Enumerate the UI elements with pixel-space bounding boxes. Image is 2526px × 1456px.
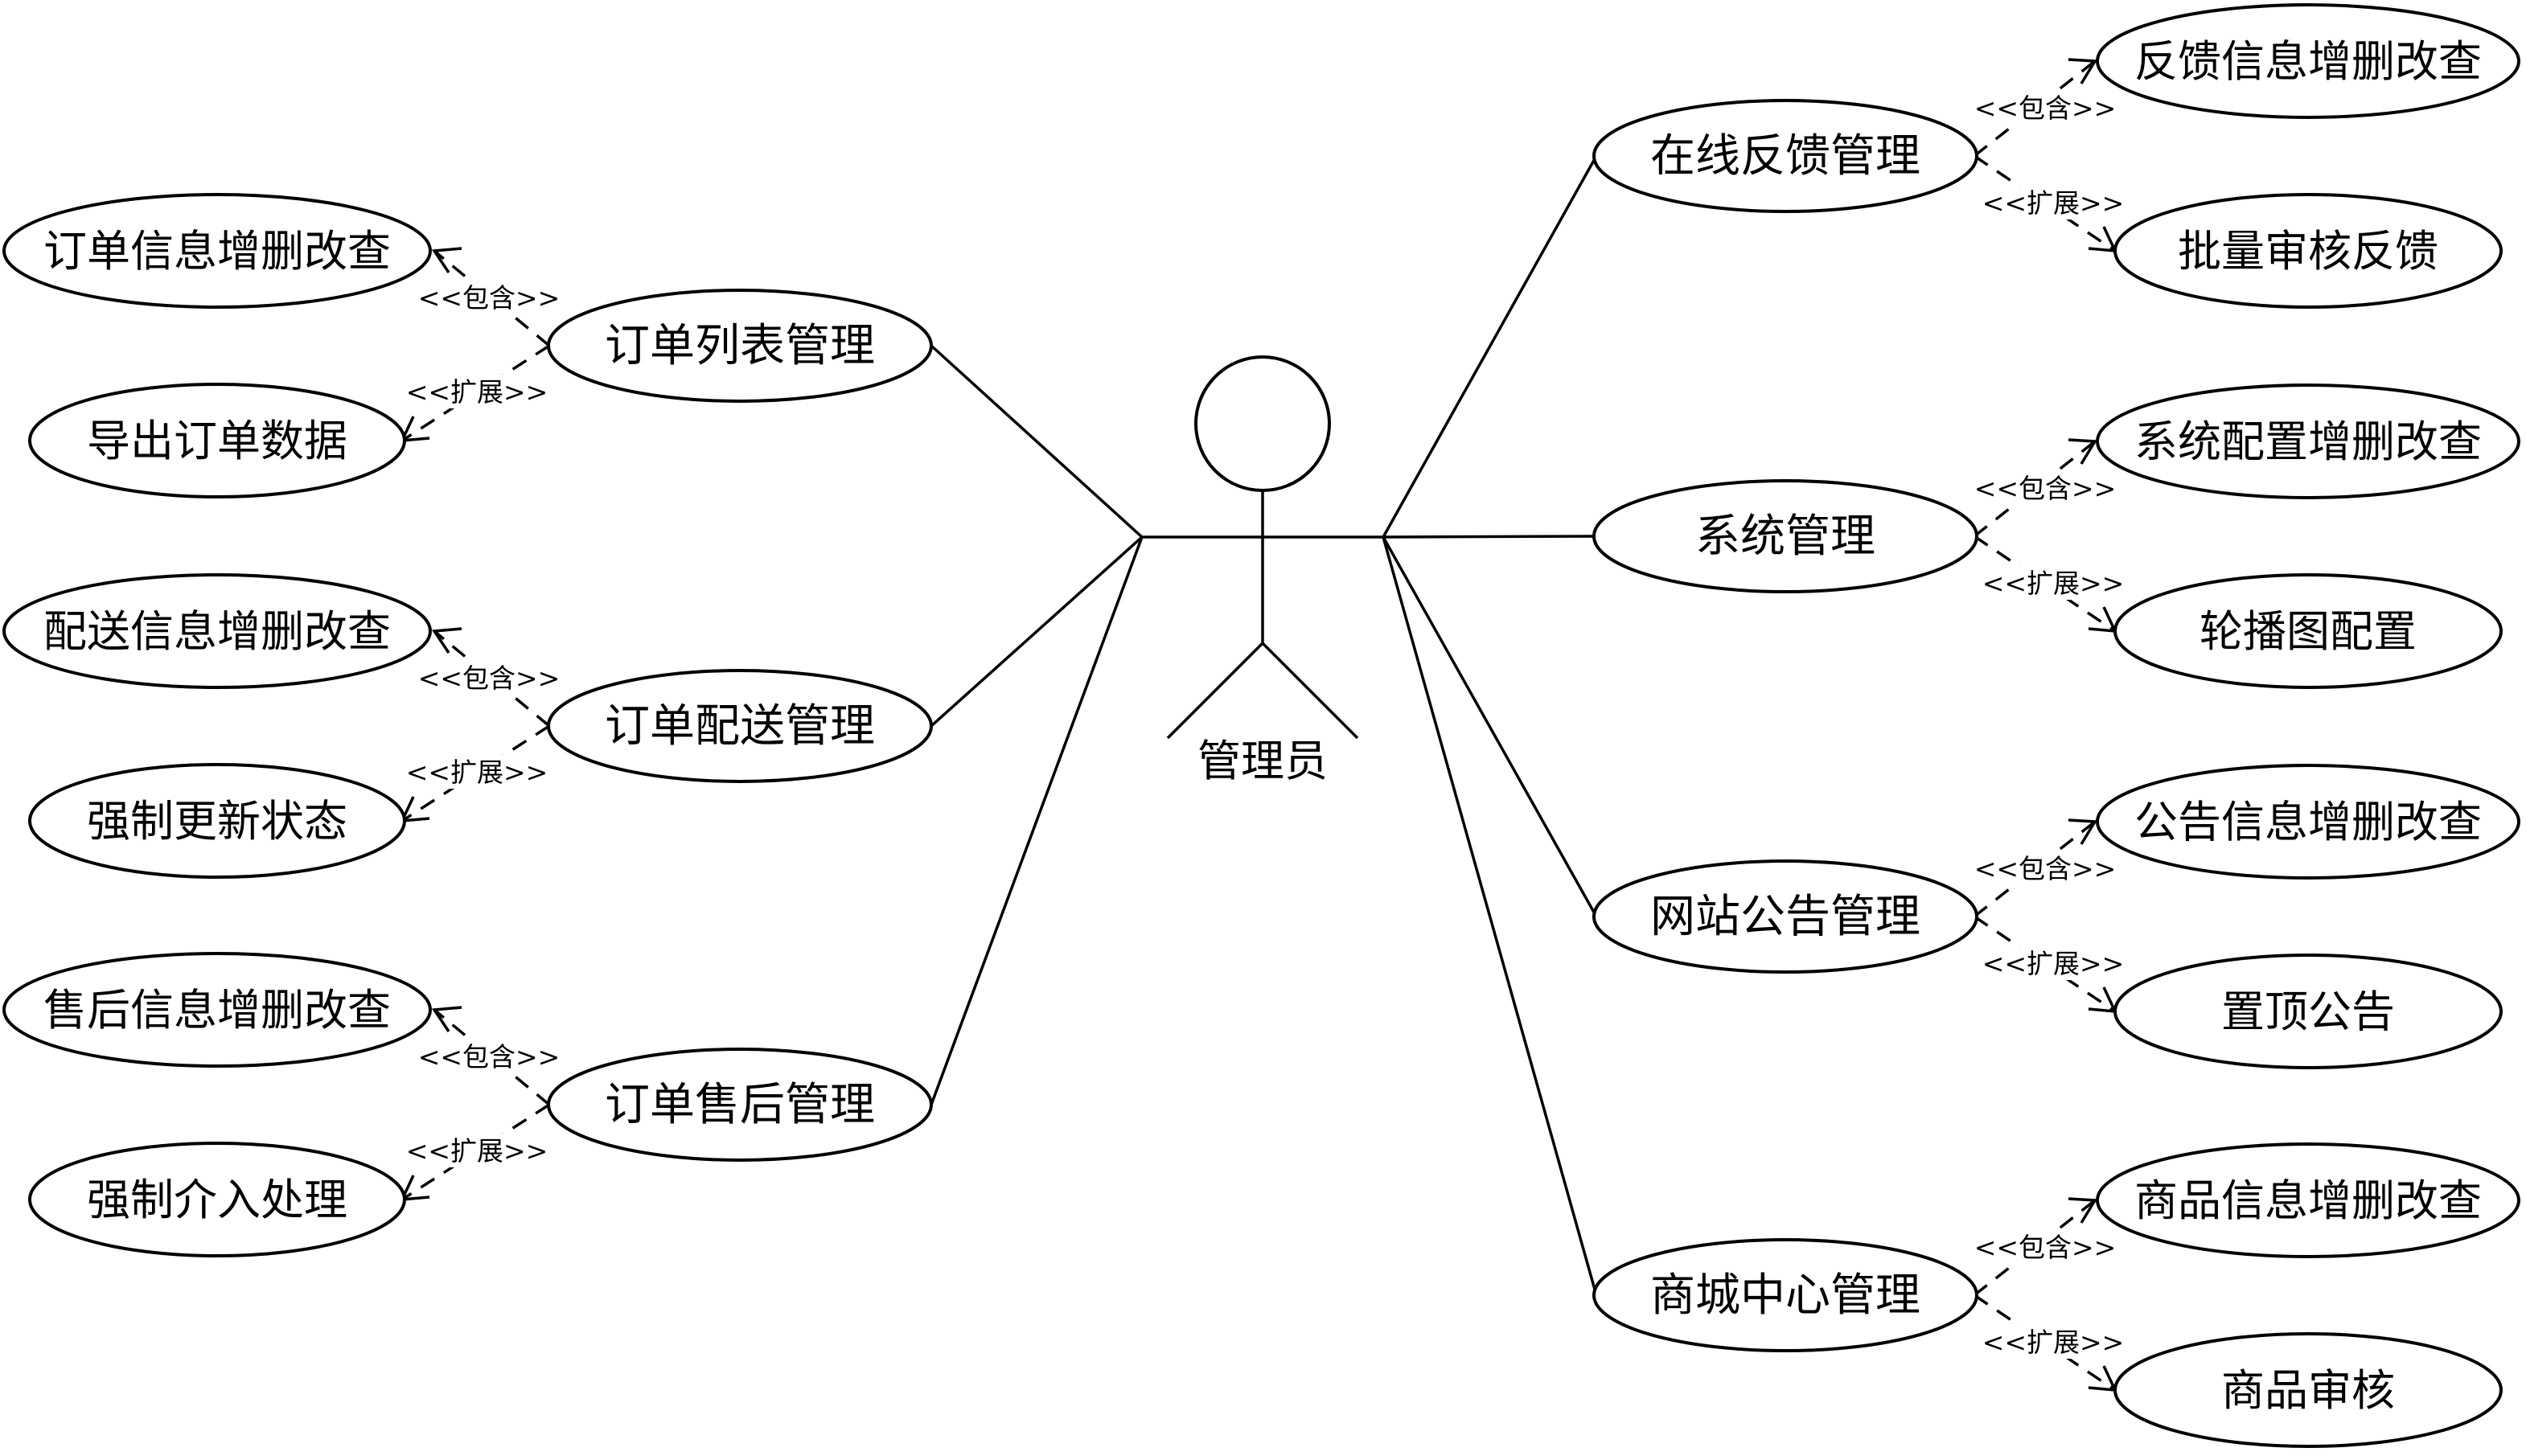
usecase-feedback-info-crud[interactable]: 反馈信息增删改查 <box>2096 3 2520 119</box>
include-arrowhead <box>2068 58 2098 84</box>
include-arrowhead <box>431 247 462 273</box>
usecase-label: 轮播图配置 <box>2199 606 2417 657</box>
group-feedback: <<包含>> <<扩展>> 在线反馈管理 反馈信息增删改查 批量审核反馈 <box>1592 3 2520 309</box>
actor-left-leg <box>1166 642 1264 740</box>
usecase-product-review[interactable]: 商品审核 <box>2113 1332 2503 1448</box>
usecase-label: 在线反馈管理 <box>1650 130 1920 183</box>
extend-stereotype: <<扩展>> <box>406 757 548 788</box>
usecase-label: 批量审核反馈 <box>2178 226 2438 277</box>
actor-label: 管理员 <box>1197 736 1328 786</box>
extend-stereotype: <<扩展>> <box>406 1135 548 1167</box>
group-order-delivery: <<包含>> <<扩展>> 订单配送管理 配送信息增删改查 强制更新状态 <box>2 573 933 879</box>
include-edge <box>433 630 551 728</box>
usecase-label: 售后信息增删改查 <box>43 985 391 1036</box>
usecase-label: 强制更新状态 <box>87 796 347 847</box>
assoc-system <box>1382 535 1597 539</box>
usecase-label: 订单售后管理 <box>605 1079 875 1131</box>
usecase-export-order-data[interactable]: 导出订单数据 <box>28 383 406 498</box>
include-stereotype: <<包含>> <box>1974 473 2117 504</box>
usecase-notice-info-crud[interactable]: 公告信息增删改查 <box>2096 764 2520 880</box>
usecase-site-notice[interactable]: 网站公告管理 <box>1592 859 1978 974</box>
usecase-batch-review-feedback[interactable]: 批量审核反馈 <box>2113 193 2503 309</box>
usecase-label: 商品信息增删改查 <box>2134 1175 2482 1226</box>
actor-head <box>1194 355 1331 492</box>
group-notice: <<包含>> <<扩展>> 网站公告管理 公告信息增删改查 置顶公告 <box>1592 764 2520 1069</box>
usecase-force-intervene[interactable]: 强制介入处理 <box>28 1142 406 1257</box>
actor-right-leg <box>1261 642 1359 740</box>
include-stereotype: <<包含>> <box>1974 1232 2117 1263</box>
include-arrowhead <box>431 627 462 654</box>
extend-stereotype: <<扩展>> <box>1982 568 2125 599</box>
extend-stereotype: <<扩展>> <box>406 376 548 408</box>
include-edge <box>433 1008 551 1106</box>
usecase-label: 反馈信息增删改查 <box>2134 36 2482 87</box>
usecase-label: 订单配送管理 <box>605 700 875 753</box>
group-system: <<包含>> <<扩展>> 系统管理 系统配置增删改查 轮播图配置 <box>1592 383 2520 689</box>
usecase-mall-center[interactable]: 商城中心管理 <box>1592 1238 1978 1352</box>
include-arrowhead <box>2068 1197 2098 1224</box>
assoc-order-delivery <box>930 535 1144 728</box>
usecase-force-update-status[interactable]: 强制更新状态 <box>28 763 406 879</box>
usecase-delivery-info-crud[interactable]: 配送信息增删改查 <box>2 573 432 689</box>
usecase-order-delivery[interactable]: 订单配送管理 <box>547 669 933 783</box>
usecase-label: 订单列表管理 <box>605 320 875 372</box>
group-order-list: <<包含>> <<扩展>> 订单列表管理 订单信息增删改查 导出订单数据 <box>2 193 933 498</box>
assoc-order-list <box>930 344 1144 539</box>
associations <box>930 155 1598 1296</box>
usecase-label: 导出订单数据 <box>87 416 347 466</box>
usecase-label: 商城中心管理 <box>1650 1269 1920 1322</box>
usecase-order-list[interactable]: 订单列表管理 <box>547 289 933 403</box>
usecase-label: 订单信息增删改查 <box>43 226 391 277</box>
include-arrowhead <box>2068 438 2098 465</box>
usecase-product-info-crud[interactable]: 商品信息增删改查 <box>2096 1142 2520 1258</box>
include-arrowhead <box>2068 818 2098 845</box>
extend-stereotype: <<扩展>> <box>1982 948 2125 979</box>
usecase-label: 系统管理 <box>1695 511 1875 563</box>
include-stereotype: <<包含>> <box>418 282 561 314</box>
usecase-label: 公告信息增删改查 <box>2134 797 2482 847</box>
usecase-system[interactable]: 系统管理 <box>1592 479 1978 593</box>
usecase-order-info-crud[interactable]: 订单信息增删改查 <box>2 193 432 309</box>
include-stereotype: <<包含>> <box>1974 853 2117 884</box>
usecase-carousel-config[interactable]: 轮播图配置 <box>2113 573 2503 689</box>
usecase-online-feedback[interactable]: 在线反馈管理 <box>1592 99 1978 213</box>
usecase-label: 网站公告管理 <box>1650 891 1920 943</box>
usecase-label: 强制介入处理 <box>87 1175 347 1225</box>
include-stereotype: <<包含>> <box>1974 92 2117 124</box>
include-arrowhead <box>431 1006 462 1032</box>
usecase-system-config-crud[interactable]: 系统配置增删改查 <box>2096 383 2520 499</box>
extend-stereotype: <<扩展>> <box>1982 187 2125 219</box>
usecase-aftersale-info-crud[interactable]: 售后信息增删改查 <box>2 952 432 1068</box>
assoc-notice <box>1382 536 1598 917</box>
usecase-label: 配送信息增删改查 <box>43 606 391 657</box>
assoc-mall <box>1382 536 1598 1296</box>
group-mall: <<包含>> <<扩展>> 商城中心管理 商品信息增删改查 商品审核 <box>1592 1142 2520 1448</box>
actor-admin[interactable]: 管理员 <box>1142 355 1383 786</box>
usecase-label: 商品审核 <box>2221 1365 2395 1416</box>
usecase-label: 系统配置增删改查 <box>2134 416 2482 467</box>
usecase-label: 置顶公告 <box>2221 986 2395 1037</box>
usecase-pin-notice[interactable]: 置顶公告 <box>2113 954 2503 1069</box>
usecase-order-aftersale[interactable]: 订单售后管理 <box>547 1048 933 1162</box>
group-order-aftersale: <<包含>> <<扩展>> 订单售后管理 售后信息增删改查 强制介入处理 <box>2 952 933 1257</box>
include-stereotype: <<包含>> <box>418 662 561 694</box>
assoc-feedback <box>1382 155 1598 538</box>
assoc-order-aftersale <box>930 536 1144 1105</box>
extend-stereotype: <<扩展>> <box>1982 1327 2125 1358</box>
include-stereotype: <<包含>> <box>418 1041 561 1073</box>
include-edge <box>433 249 551 347</box>
